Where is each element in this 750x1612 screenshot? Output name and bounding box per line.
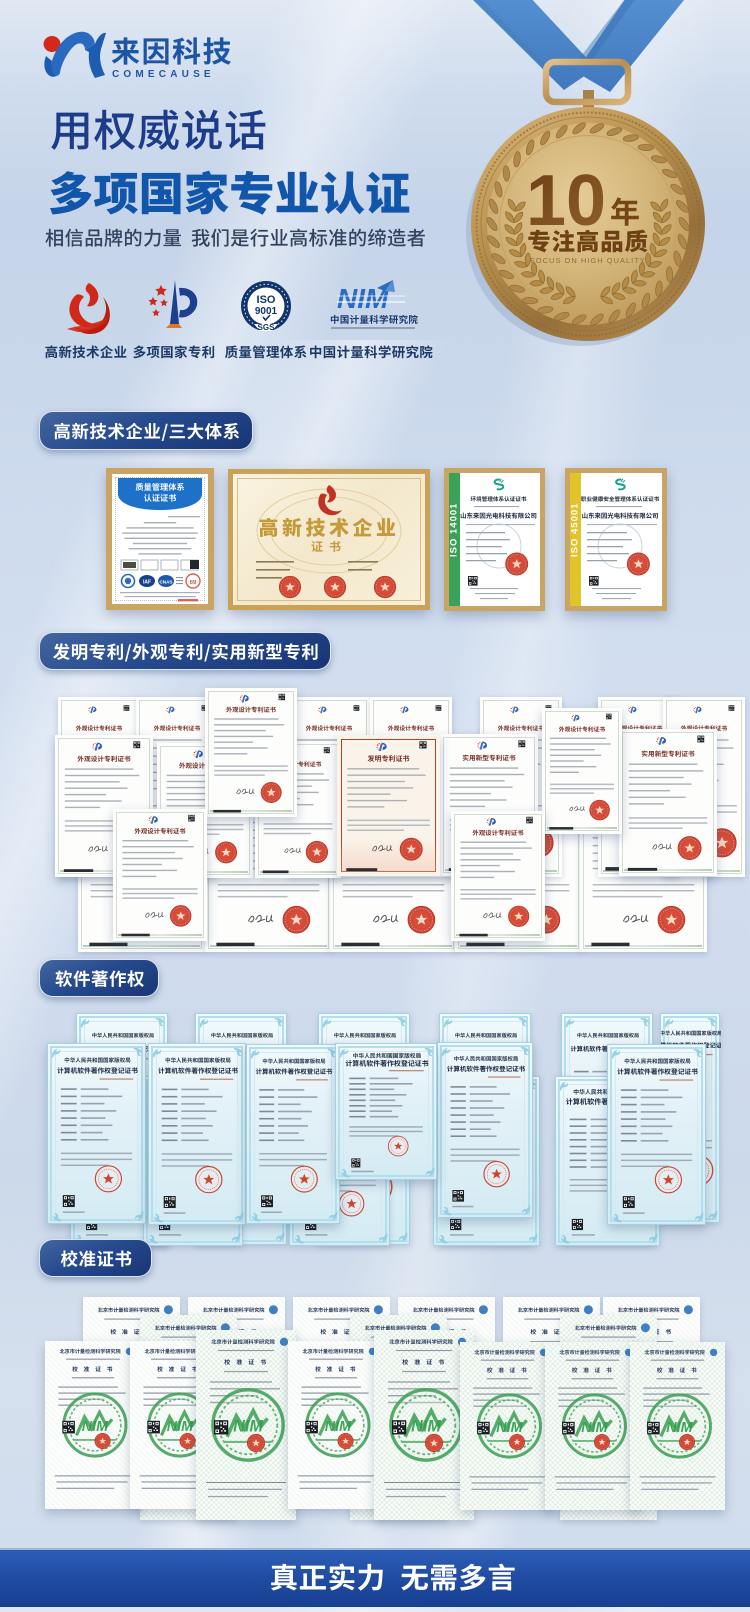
svg-text:COMECAUSE: COMECAUSE: [112, 69, 215, 80]
svg-text:IAF: IAF: [143, 580, 151, 586]
svg-text:10: 10: [526, 161, 606, 241]
svg-text:CNAS: CNAS: [159, 580, 172, 585]
svg-text:NIM: NIM: [233, 1418, 263, 1436]
svg-text:9001: 9001: [255, 306, 278, 317]
svg-text:FOCUS ON HIGH QUALITY: FOCUS ON HIGH QUALITY: [530, 256, 646, 265]
svg-text:ISO: ISO: [257, 294, 276, 306]
svg-text:NIM: NIM: [325, 1419, 352, 1435]
svg-text:NIM: NIM: [411, 1418, 441, 1436]
svg-text:ISO 45001: ISO 45001: [570, 503, 581, 557]
svg-text:69: 69: [190, 580, 197, 586]
svg-text:NIM: NIM: [82, 1419, 109, 1435]
svg-text:NIM: NIM: [581, 1420, 608, 1436]
svg-text:ISO 14001: ISO 14001: [449, 503, 460, 557]
svg-text:NIM: NIM: [496, 1420, 523, 1436]
svg-text:NIM: NIM: [666, 1420, 693, 1436]
svg-text:SGS: SGS: [258, 323, 276, 332]
svg-text:NIM: NIM: [167, 1419, 194, 1435]
